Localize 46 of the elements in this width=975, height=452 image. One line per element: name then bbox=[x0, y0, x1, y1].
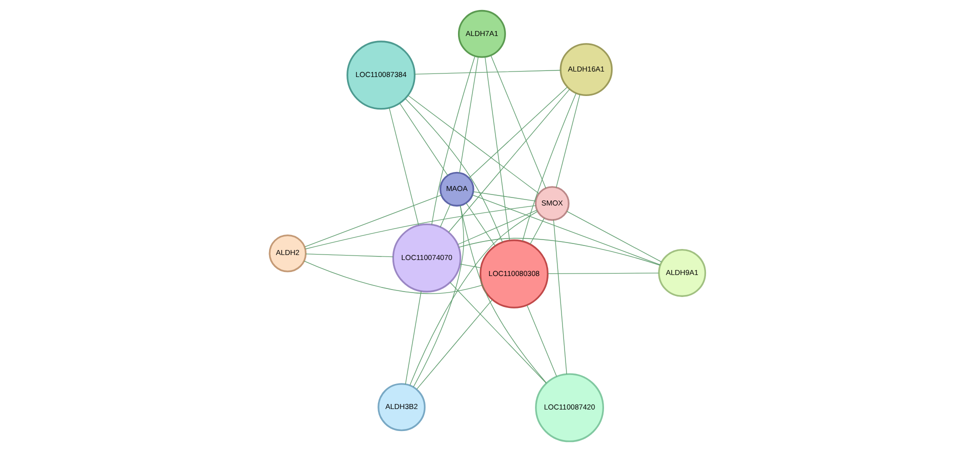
node-circle: LOC110087420 bbox=[535, 373, 604, 442]
node-circle: MAOA bbox=[440, 172, 474, 207]
connector bbox=[526, 304, 557, 377]
connector bbox=[459, 56, 479, 174]
connector bbox=[388, 108, 419, 226]
connector bbox=[431, 56, 476, 225]
connector bbox=[468, 86, 568, 178]
connector bbox=[399, 103, 448, 176]
connector bbox=[556, 94, 580, 188]
connector bbox=[448, 88, 570, 232]
connector bbox=[416, 299, 493, 390]
node-circle: SMOX bbox=[534, 186, 570, 221]
connector bbox=[410, 210, 538, 386]
connector bbox=[472, 191, 536, 202]
node-circle: ALDH2 bbox=[268, 234, 307, 272]
connector bbox=[405, 290, 422, 384]
connector bbox=[484, 56, 510, 241]
connector bbox=[472, 194, 661, 266]
node-circle: ALDH7A1 bbox=[458, 10, 506, 58]
connector bbox=[306, 254, 394, 258]
connector bbox=[458, 238, 660, 266]
connector bbox=[457, 210, 538, 245]
connector bbox=[404, 98, 503, 242]
connector bbox=[413, 205, 464, 388]
connector bbox=[522, 92, 576, 242]
connector bbox=[548, 272, 659, 274]
connector bbox=[305, 205, 536, 250]
connector bbox=[566, 211, 662, 262]
connector bbox=[460, 264, 482, 268]
connector bbox=[414, 70, 561, 75]
connector bbox=[408, 95, 540, 194]
node-circle: LOC110087384 bbox=[346, 40, 416, 110]
connector bbox=[450, 282, 547, 384]
connector bbox=[490, 55, 546, 189]
node-circle: LOC110080308 bbox=[480, 239, 549, 308]
connector bbox=[304, 194, 442, 248]
connector bbox=[553, 220, 568, 374]
connector bbox=[440, 204, 451, 228]
node-circle: ALDH3B2 bbox=[378, 383, 426, 432]
connector bbox=[466, 202, 496, 246]
connector bbox=[304, 260, 483, 294]
connector bbox=[460, 205, 547, 384]
node-circle: ALDH16A1 bbox=[560, 43, 613, 96]
connector bbox=[530, 218, 545, 245]
node-circle: LOC110074070 bbox=[392, 223, 462, 292]
node-circle: ALDH9A1 bbox=[658, 248, 706, 297]
